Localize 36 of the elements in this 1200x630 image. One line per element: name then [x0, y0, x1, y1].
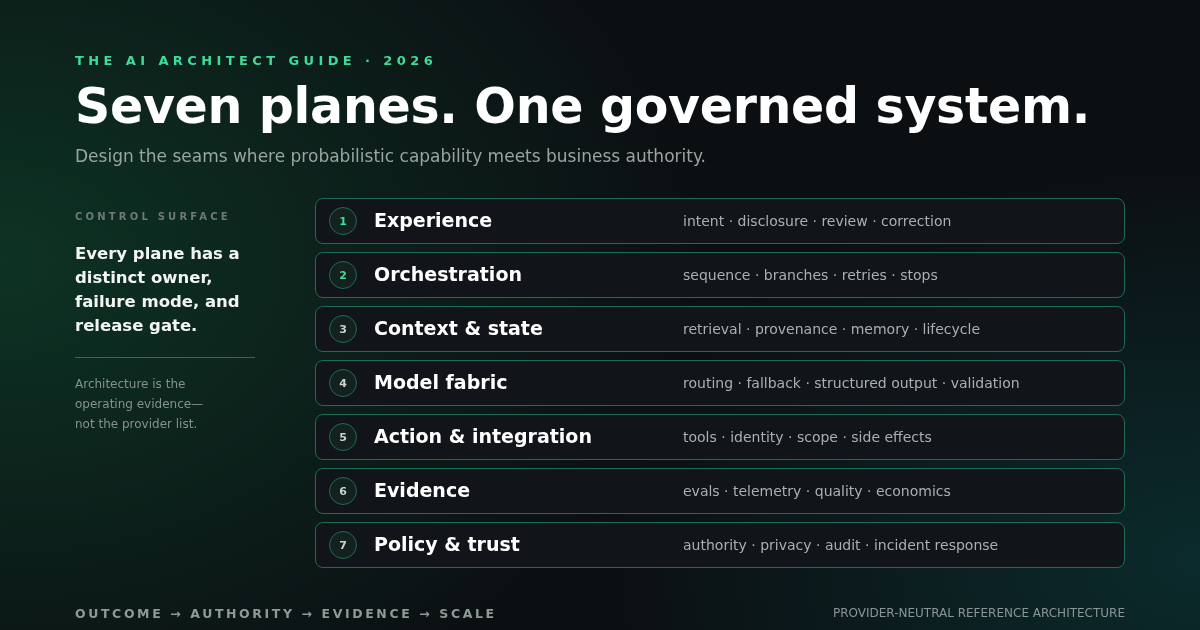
number-badge: 4 — [329, 369, 357, 397]
lead-statement: Every plane has a distinct owner, failure mode, and release gate. — [75, 243, 241, 337]
plane-row — [315, 306, 1125, 352]
number-badge: 6 — [329, 477, 357, 505]
side-note: Architecture is the operating evidence— not the provider list. — [75, 376, 205, 433]
footer-tagline: OUTCOME → AUTHORITY → EVIDENCE → SCALE — [75, 606, 497, 621]
plane-row — [315, 522, 1125, 568]
subtitle: Design the seams where probabilistic capability meets business authority. — [75, 146, 706, 166]
footer-note: PROVIDER-NEUTRAL REFERENCE ARCHITECTURE — [832, 606, 1125, 620]
plane-keywords: authority · privacy · audit · incident response — [683, 537, 999, 553]
plane-title: Policy & trust — [374, 533, 520, 555]
eyebrow-label: THE AI ARCHITECT GUIDE · 2026 — [75, 53, 438, 68]
plane-keywords: retrieval · provenance · memory · lifecycle — [683, 321, 981, 337]
plane-keywords: intent · disclosure · review · correction — [683, 213, 952, 229]
number-badge: 1 — [329, 207, 357, 235]
plane-title: Model fabric — [374, 371, 508, 393]
plane-row — [315, 414, 1125, 460]
plane-title: Experience — [374, 209, 493, 231]
number-badge: 5 — [329, 423, 357, 451]
page-title: Seven planes. One governed system. — [75, 78, 1091, 135]
number-badge: 3 — [329, 315, 357, 343]
plane-title: Context & state — [374, 317, 543, 339]
plane-row — [315, 198, 1125, 244]
plane-row — [315, 468, 1125, 514]
plane-row — [315, 360, 1125, 406]
plane-keywords: evals · telemetry · quality · economics — [683, 483, 951, 499]
plane-keywords: tools · identity · scope · side effects — [683, 429, 932, 445]
plane-title: Orchestration — [374, 263, 522, 285]
plane-row — [315, 252, 1125, 298]
number-badge: 7 — [329, 531, 357, 559]
plane-keywords: sequence · branches · retries · stops — [683, 267, 938, 283]
plane-title: Action & integration — [374, 425, 592, 447]
plane-keywords: routing · fallback · structured output · validation — [683, 375, 1020, 391]
number-badge: 2 — [329, 261, 357, 289]
plane-title: Evidence — [374, 479, 471, 501]
section-label: CONTROL SURFACE — [75, 211, 231, 222]
